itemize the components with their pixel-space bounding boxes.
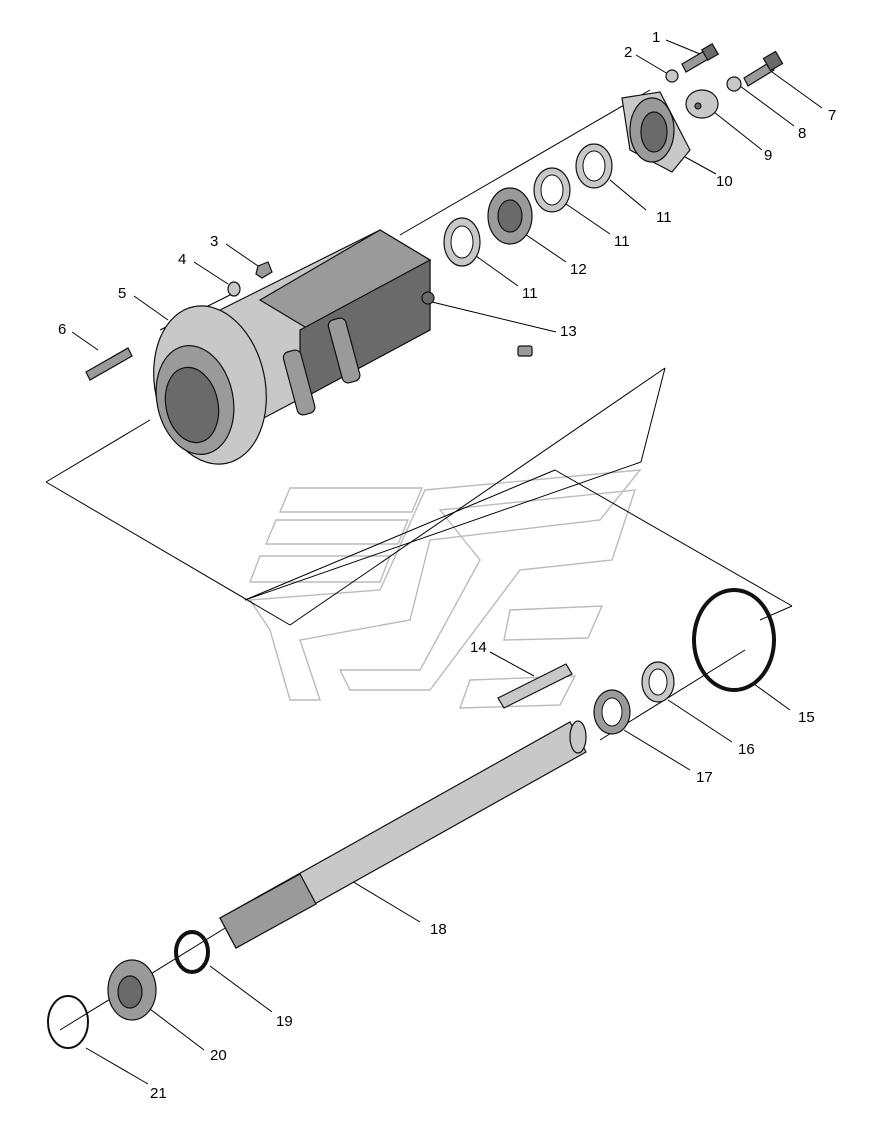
callout-15: 15 bbox=[798, 709, 815, 726]
bearing-12 bbox=[487, 187, 533, 245]
shaft bbox=[219, 720, 587, 949]
shim-16 bbox=[641, 661, 675, 703]
circlip-21 bbox=[47, 995, 89, 1049]
washer-2 bbox=[665, 69, 679, 83]
callout-21: 21 bbox=[150, 1085, 167, 1102]
callout-11-c: 11 bbox=[522, 285, 538, 302]
callout-17: 17 bbox=[696, 769, 713, 786]
callout-9: 9 bbox=[764, 147, 772, 164]
callout-4: 4 bbox=[178, 251, 186, 268]
spacer-11b bbox=[533, 167, 571, 213]
spacer-11a bbox=[575, 143, 613, 189]
gearbox-housing bbox=[153, 229, 435, 465]
callout-labels: 1 2 3 4 5 6 7 8 9 10 11 11 11 12 13 14 1… bbox=[58, 29, 836, 1102]
callout-14: 14 bbox=[470, 639, 487, 656]
callout-12: 12 bbox=[570, 261, 587, 278]
watermark-logo bbox=[248, 469, 642, 709]
callout-8: 8 bbox=[798, 125, 806, 142]
spacer-11c bbox=[443, 217, 481, 267]
callout-1: 1 bbox=[652, 29, 660, 46]
callout-18: 18 bbox=[430, 921, 447, 938]
callout-6: 6 bbox=[58, 321, 66, 338]
stud bbox=[85, 347, 133, 381]
bearing-20 bbox=[107, 959, 157, 1021]
callout-16: 16 bbox=[738, 741, 755, 758]
bolt-7 bbox=[743, 50, 784, 87]
callout-7: 7 bbox=[828, 107, 836, 124]
nut bbox=[255, 261, 273, 279]
spacer-17 bbox=[593, 689, 631, 735]
snap-ring-19 bbox=[174, 930, 210, 974]
callout-13: 13 bbox=[560, 323, 577, 340]
key bbox=[497, 663, 573, 709]
bearing-cover bbox=[621, 91, 691, 173]
callout-2: 2 bbox=[624, 44, 632, 61]
assembly-lines bbox=[45, 89, 793, 1031]
washer bbox=[227, 281, 241, 297]
lock-plate bbox=[685, 89, 719, 119]
o-ring bbox=[692, 588, 776, 692]
callout-19: 19 bbox=[276, 1013, 293, 1030]
callout-10: 10 bbox=[716, 173, 733, 190]
callout-20: 20 bbox=[210, 1047, 227, 1064]
leader-lines bbox=[71, 39, 823, 1085]
plug bbox=[517, 345, 533, 357]
callout-11-a: 11 bbox=[656, 209, 672, 226]
washer-8 bbox=[726, 76, 742, 92]
callout-5: 5 bbox=[118, 285, 126, 302]
callout-3: 3 bbox=[210, 233, 218, 250]
callout-11-b: 11 bbox=[614, 233, 630, 250]
bolt-1 bbox=[681, 42, 720, 73]
